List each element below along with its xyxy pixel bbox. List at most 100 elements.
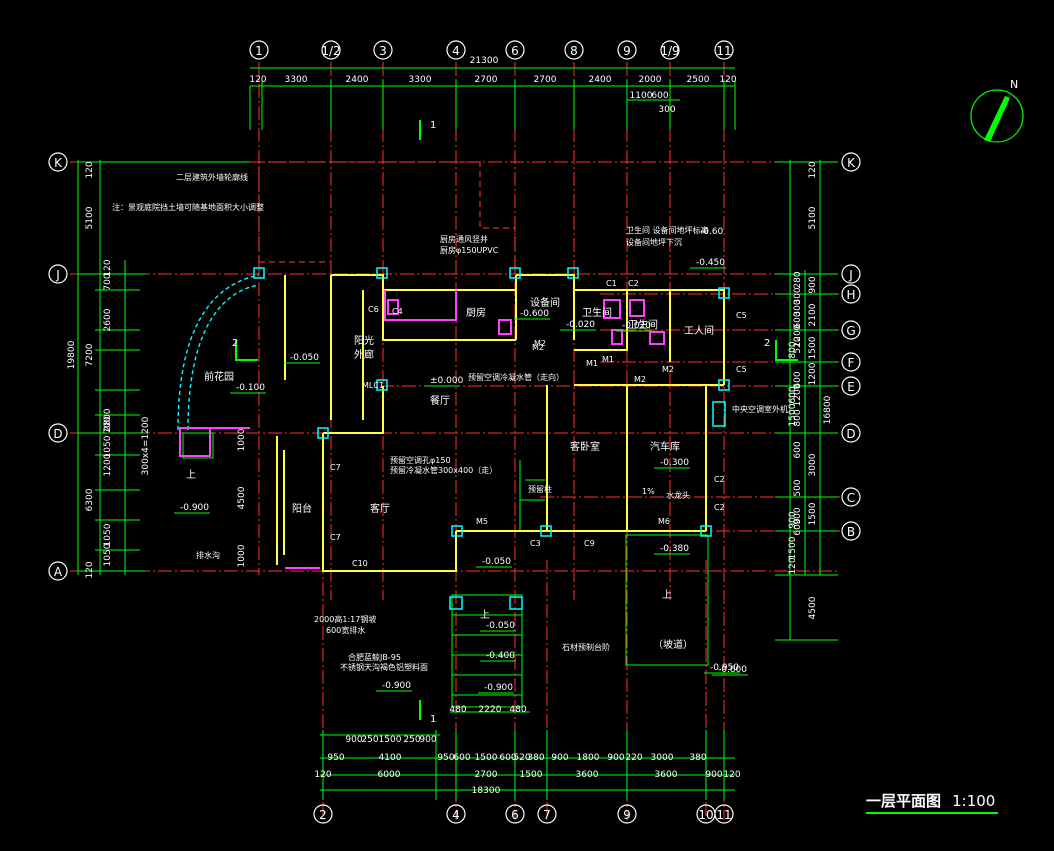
dim-stair-0: 480 — [449, 705, 466, 715]
dim-top-sub-2: 300 — [658, 105, 675, 115]
axis-right-8-label: B — [847, 525, 855, 539]
axis-left-1: J — [48, 264, 68, 284]
axis-right-3: G — [841, 320, 861, 340]
axis-left-2-label: D — [53, 427, 62, 441]
axis-top-4: 6 — [505, 40, 525, 60]
dim-top-sub-0: 1100 — [630, 91, 653, 101]
window-tag-0: C6 — [368, 305, 379, 314]
axis-top-8: 11 — [714, 40, 734, 60]
dim-left-total: 19800 — [67, 340, 77, 369]
dim-bottom-r2-1: 4100 — [379, 753, 402, 763]
note-faucet: 水龙头 — [666, 490, 690, 500]
axis-right-1-label: J — [848, 268, 853, 282]
axis-bottom-0: 2 — [313, 804, 333, 824]
axis-bottom-1-label: 4 — [452, 808, 460, 822]
dim-left-seg-5: 7200 — [85, 343, 95, 366]
note-kitchen-pipe: 厨房φ150UPVC — [440, 245, 499, 255]
dim-left-seg-12: 1050 — [103, 543, 113, 566]
dim-top-seg-5: 2700 — [534, 75, 557, 85]
entry-up: 上 — [480, 609, 490, 621]
level-text-1: -0.050 — [290, 353, 319, 363]
dim-right-small-5: 520 — [793, 336, 803, 353]
dim-right-seg-10: 1500 — [808, 502, 818, 525]
section-marks — [235, 120, 798, 720]
dim-left-seg-10: 6300 — [85, 488, 95, 511]
window-tag-4: C3 — [530, 539, 541, 548]
window-tag-15: M2 — [634, 375, 646, 384]
window-tag-3: C10 — [352, 559, 368, 568]
dim-right-small-12: 600 — [793, 518, 803, 535]
dim-bottom-r3-2: 2700 — [475, 770, 498, 780]
drawing-title: 一层平面图 1:100 — [866, 790, 995, 811]
level-mark-6: -0.380 — [654, 544, 690, 555]
dim-left-seg-6: 2800 — [103, 408, 113, 431]
level-mark-0: -0.450 — [690, 258, 726, 269]
axis-top-3: 4 — [446, 40, 466, 60]
door-m6: M6 — [658, 517, 670, 526]
level-mark-3: ±0.000 — [424, 376, 464, 387]
drawing-title-name: 一层平面图 — [866, 792, 942, 810]
dim-bottom-r1-4: 900 — [419, 735, 436, 745]
north-arrow-icon: N — [984, 78, 1018, 142]
note-slope: 1% — [642, 487, 655, 496]
room-dining: 餐厅 — [430, 394, 450, 407]
dim-top-total: 21300 — [470, 56, 499, 66]
dim-right-seg-12: 1500 — [788, 536, 798, 559]
note-gutter-material: 不锈钢天沟褐色铝塑料面 — [340, 662, 428, 672]
axis-right-7-label: C — [847, 491, 855, 505]
level-text-12: -0.050 — [486, 621, 515, 631]
dim-bottom-r3-6: 900 — [705, 770, 722, 780]
room-worker: 工人间 — [684, 324, 714, 337]
room-labels: 厨房 设备间 卫生间 卫生间 工人间 阳光 外廊 前花园 餐厅 客卧室 汽车库 … — [186, 296, 714, 651]
dim-right-seg-1: 5100 — [808, 206, 818, 229]
dim-right-seg-2: 900 — [808, 276, 818, 293]
room-wc2: 卫生间 — [628, 318, 658, 331]
dim-right-seg-3: 2100 — [808, 303, 818, 326]
level-mark-1: -0.050 — [284, 353, 320, 364]
level-mark-4: -0.900 — [174, 503, 210, 514]
dim-right-seg-5: 1200 — [808, 362, 818, 385]
window-tag-2: C7 — [330, 533, 341, 542]
north-label: N — [1010, 78, 1018, 91]
level-mark-8: -0.050 — [476, 557, 512, 568]
dim-left-extra-2: 4500 — [237, 486, 247, 509]
dim-left-seg-4: 2600 — [103, 308, 113, 331]
axis-bottom-5-label: 10 — [698, 808, 713, 822]
dimension-lines — [77, 67, 1024, 800]
axis-top-7: 1/9 — [660, 40, 680, 60]
dim-left-seg-1: 5100 — [85, 206, 95, 229]
axis-top-2-label: 3 — [379, 44, 387, 58]
level-mark-12: -0.050 — [480, 621, 516, 632]
section-label-right: 2 — [764, 338, 770, 349]
dim-right-small-8: 800 — [793, 409, 803, 426]
dim-bottom-r2-11: 220 — [625, 753, 642, 763]
axis-bottom-0-label: 2 — [319, 808, 327, 822]
dim-left-seg-0: 120 — [85, 161, 95, 178]
dim-bottom-r3-3: 1500 — [520, 770, 543, 780]
dim-left-seg-7: 1050 — [103, 435, 113, 458]
door-m2a: M2 — [532, 343, 544, 352]
note-upper-outline: 二层建筑外墙轮廓线 — [176, 172, 248, 182]
dim-bottom-r2-8: 900 — [551, 753, 568, 763]
level-mark-11: -0.400 — [480, 651, 516, 662]
axis-left-1-label: J — [55, 268, 60, 282]
dim-right-seg-0: 120 — [808, 161, 818, 178]
note-gutter-model: 合肥蓝鲸JB-95 — [348, 652, 401, 662]
dim-bottom-r2-2: 950 — [437, 753, 454, 763]
door-mlc1: MLC1 — [362, 381, 384, 390]
dim-bottom-r3-0: 120 — [314, 770, 331, 780]
dim-top-seg-0: 120 — [249, 75, 266, 85]
note-drain: 排水沟 — [196, 550, 220, 560]
axis-top-1: 1/2 — [321, 40, 341, 60]
axis-top-7-label: 1/9 — [660, 44, 679, 58]
dim-left-seg-13: 120 — [85, 561, 95, 578]
note-equipment-sink: 设备间地坪下沉 — [626, 237, 682, 247]
window-tag-1: C7 — [330, 463, 341, 472]
axis-right-2: H — [841, 284, 861, 304]
note-ac-unit: 中央空调室外机 — [732, 404, 788, 414]
dim-bottom-r3-1: 6000 — [378, 770, 401, 780]
dim-right-seg-6: 800 — [788, 341, 798, 358]
dim-bottom-r2-3: 600 — [453, 753, 470, 763]
dim-right-seg-14: 4500 — [808, 596, 818, 619]
